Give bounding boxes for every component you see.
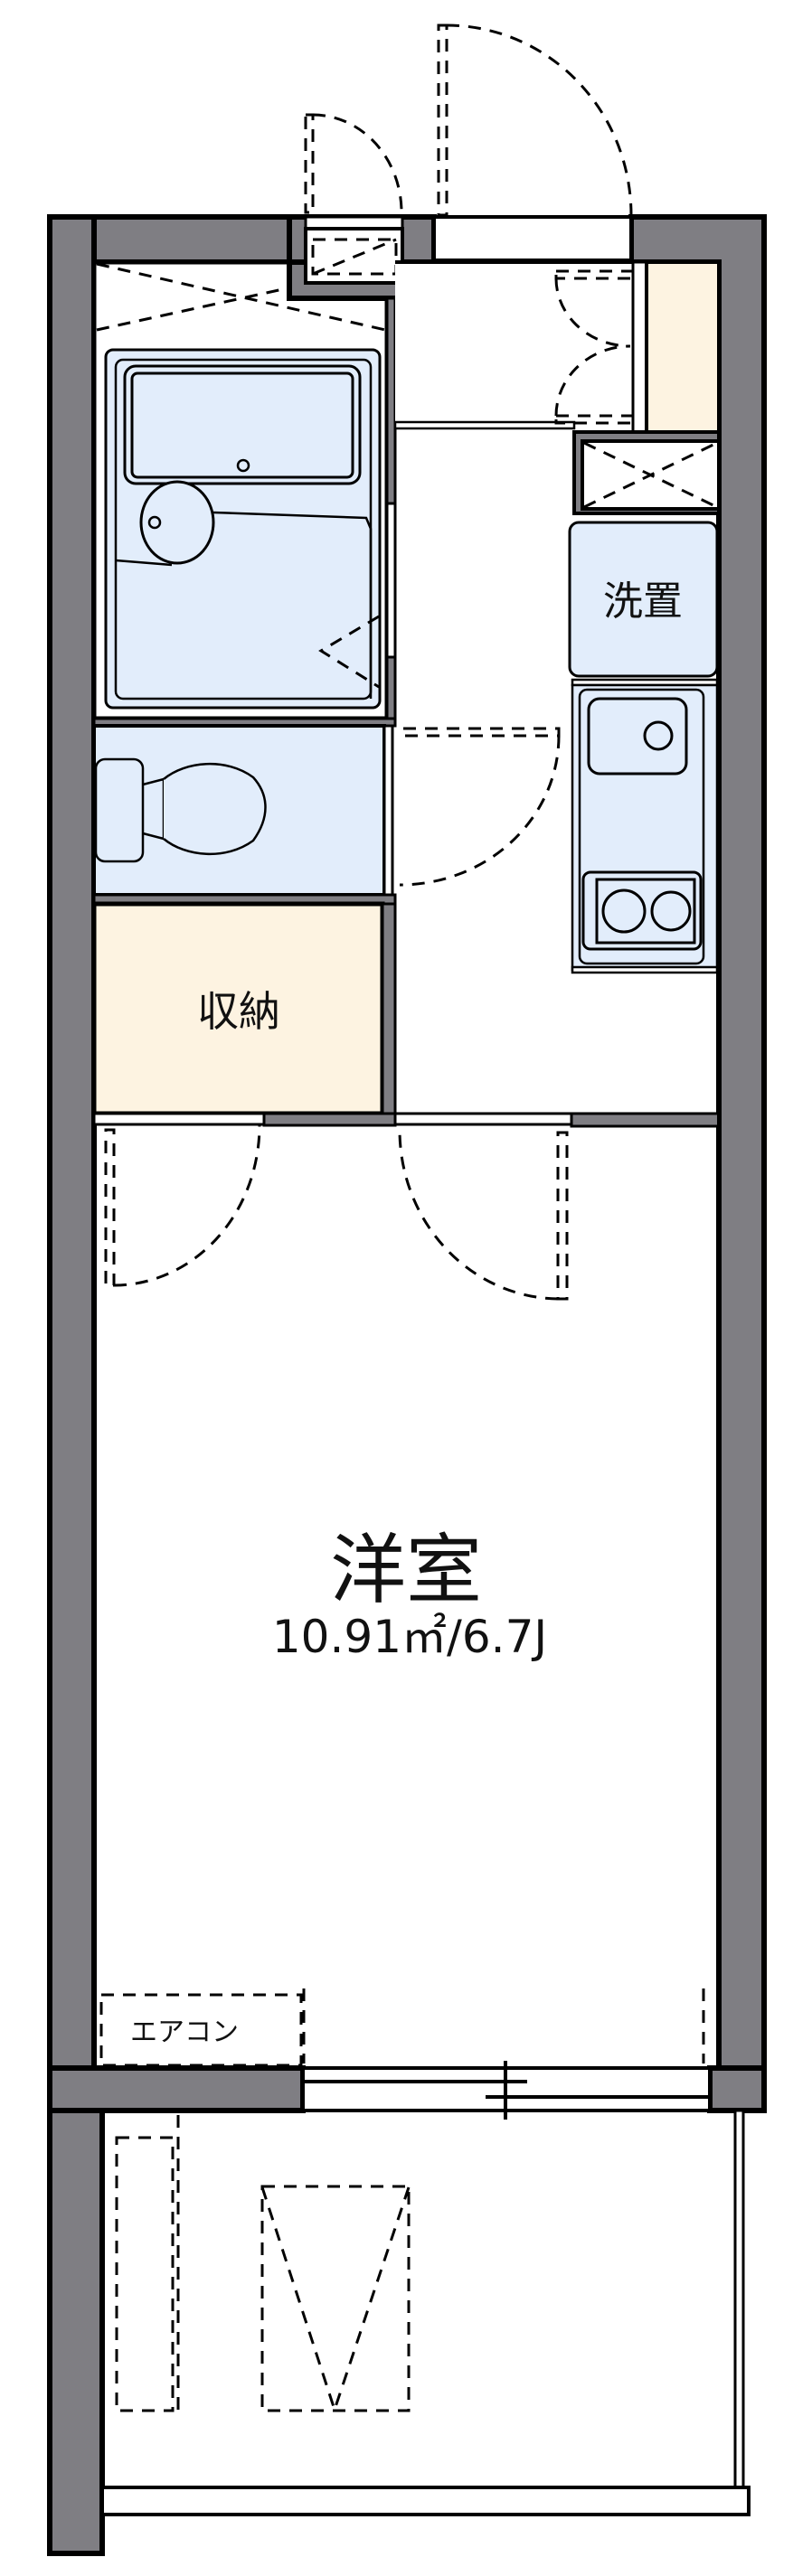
ac-label: エアコン: [130, 2017, 239, 2048]
balcony-sliding-window: [301, 2061, 712, 2120]
partition-wall-left: [262, 1112, 397, 1127]
bathroom-ceiling-x: [96, 262, 386, 332]
sink: [587, 697, 688, 776]
toilet-door-swing: [399, 727, 561, 887]
emergency-hatch-icon: [260, 2185, 411, 2414]
bathtub-unit: [104, 348, 382, 710]
room-door-frame: [393, 1112, 573, 1126]
entrance-door-swing: [437, 24, 633, 217]
washer-space-label: 洗置: [603, 578, 683, 625]
bathroom-door-swing: [318, 615, 380, 689]
balcony-rail-bottom: [100, 2486, 751, 2516]
storage-label: 収納: [197, 987, 280, 1036]
room-door-swing: [398, 1127, 569, 1301]
outdoor-unit-space: [115, 2136, 175, 2412]
storage-door-frame: [92, 1112, 266, 1126]
stove: [581, 870, 703, 951]
washbasin: [139, 480, 215, 565]
partition-wall-right: [570, 1112, 721, 1128]
wall-bottom-left: [47, 2065, 306, 2113]
room-label: 洋室: [330, 1526, 482, 1614]
shoe-cabinet: [645, 260, 721, 434]
burner-icon: [601, 888, 647, 934]
balcony-rail-right: [733, 2109, 745, 2492]
drain-icon: [236, 458, 250, 473]
bathroom-wall-right: [385, 296, 397, 505]
toilet-door-frame: [382, 724, 394, 897]
room-area: 10.91㎡/6.7J: [272, 1611, 547, 1663]
storage-wall-right: [381, 902, 397, 1127]
entrance-threshold: [432, 215, 633, 262]
balcony-wall-left: [47, 2108, 105, 2556]
wall-bottom-right: [707, 2065, 767, 2113]
pipe-shaft-x: [583, 441, 718, 509]
entrance-step-line: [393, 420, 576, 430]
storage-closet: [91, 901, 385, 1116]
shoe-cabinet-door-swing: [554, 269, 635, 425]
balcony: [100, 2109, 751, 2516]
bathroom-sliding-door: [385, 502, 397, 659]
storage-door-swing: [104, 1124, 261, 1287]
air-conditioner: エアコン: [99, 1988, 306, 2067]
meter-box-door-swing: [304, 113, 403, 216]
kitchen-counter: [571, 683, 719, 974]
burner-icon: [650, 890, 692, 932]
western-room: 洋室 10.91㎡/6.7J: [272, 1526, 547, 1663]
toilet-icon: [94, 757, 267, 863]
sink-drain-icon: [643, 720, 674, 751]
